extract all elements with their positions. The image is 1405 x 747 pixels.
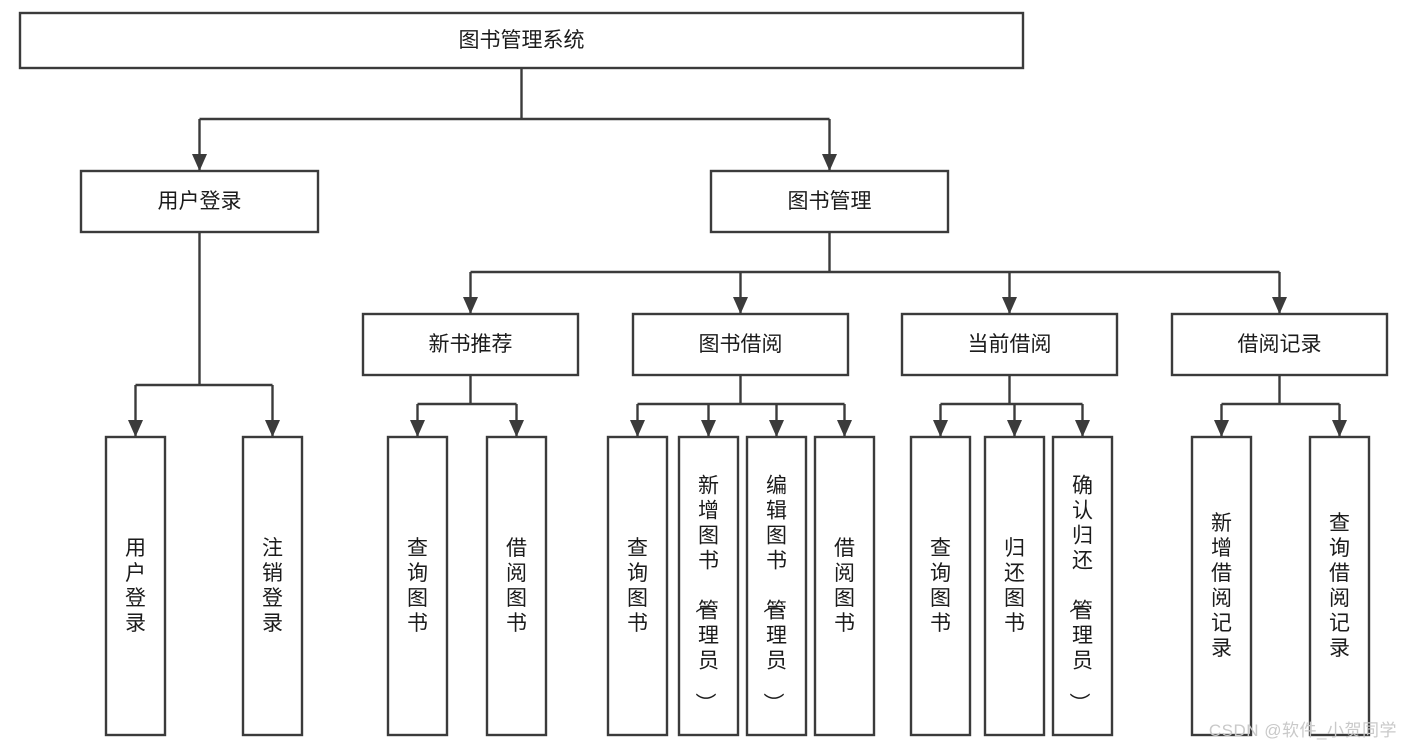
node-label-leaf-borrow-book-recommend: 借阅图书 [506, 537, 527, 635]
arrow-head-leaf-logout-login [265, 420, 280, 437]
arrow-head-borrow-record [1272, 297, 1287, 314]
arrow-head-leaf-add-book-admin [701, 420, 716, 437]
arrow-head-leaf-user-login [128, 420, 143, 437]
node-box-leaf-query-book-recommend [386, 435, 449, 737]
node-box-leaf-query-borrow-record [1308, 435, 1371, 737]
node-label-leaf-borrow-book: 借阅图书 [834, 537, 855, 635]
node-leaf-return-book[interactable]: 归还图书 [983, 435, 1046, 737]
node-box-borrow-record [1170, 312, 1389, 377]
arrow-head-leaf-query-book-current [933, 420, 948, 437]
node-box-leaf-user-login [104, 435, 167, 737]
node-leaf-add-book-admin[interactable]: 新增图书（管理员） [677, 435, 740, 737]
arrow-head-current-borrow [1002, 297, 1017, 314]
node-label-leaf-edit-book-admin: 编辑图书（管理员） [761, 475, 787, 714]
node-label-current-borrow: 当前借阅 [968, 333, 1052, 356]
node-label-root: 图书管理系统 [459, 29, 585, 52]
node-box-new-book-recommend [361, 312, 580, 377]
node-leaf-confirm-return-admin[interactable]: 确认归还（管理员） [1051, 435, 1114, 737]
node-leaf-query-book-borrow[interactable]: 查询图书 [606, 435, 669, 737]
arrow-head-leaf-return-book [1007, 420, 1022, 437]
arrow-head-leaf-add-borrow-record [1214, 420, 1229, 437]
arrow-head-leaf-confirm-return-admin [1075, 420, 1090, 437]
connector-layer [128, 68, 1347, 437]
node-box-leaf-confirm-return-admin [1051, 435, 1114, 737]
arrow-head-user-login [192, 154, 207, 171]
node-box-leaf-edit-book-admin [745, 435, 808, 737]
node-box-leaf-borrow-book [813, 435, 876, 737]
node-box-user-login [79, 169, 320, 234]
node-leaf-logout-login[interactable]: 注销登录 [241, 435, 304, 737]
arrow-head-book-borrow [733, 297, 748, 314]
node-label-leaf-logout-login: 注销登录 [262, 537, 283, 635]
arrow-head-new-book-recommend [463, 297, 478, 314]
node-new-book-recommend[interactable]: 新书推荐 [361, 312, 580, 377]
node-borrow-record[interactable]: 借阅记录 [1170, 312, 1389, 377]
arrow-head-leaf-query-borrow-record [1332, 420, 1347, 437]
arrow-head-leaf-query-book-borrow [630, 420, 645, 437]
node-box-book-manage [709, 169, 950, 234]
node-box-leaf-query-book-current [909, 435, 972, 737]
node-label-book-borrow: 图书借阅 [699, 333, 783, 356]
arrow-head-leaf-borrow-book-recommend [509, 420, 524, 437]
node-label-leaf-query-book-current: 查询图书 [930, 537, 951, 635]
node-label-leaf-confirm-return-admin: 确认归还（管理员） [1067, 475, 1093, 714]
node-box-leaf-add-book-admin [677, 435, 740, 737]
node-box-leaf-logout-login [241, 435, 304, 737]
node-label-leaf-return-book: 归还图书 [1004, 537, 1025, 635]
node-label-new-book-recommend: 新书推荐 [429, 333, 513, 356]
node-leaf-add-borrow-record[interactable]: 新增借阅记录 [1190, 435, 1253, 737]
node-label-leaf-add-borrow-record: 新增借阅记录 [1211, 512, 1232, 660]
node-leaf-query-book-current[interactable]: 查询图书 [909, 435, 972, 737]
node-box-leaf-query-book-borrow [606, 435, 669, 737]
csdn-watermark: CSDN @软件_小贺同学 [1208, 721, 1397, 740]
node-leaf-borrow-book[interactable]: 借阅图书 [813, 435, 876, 737]
node-box-book-borrow [631, 312, 850, 377]
node-box-current-borrow [900, 312, 1119, 377]
node-label-leaf-query-book-borrow: 查询图书 [627, 537, 648, 635]
node-box-leaf-return-book [983, 435, 1046, 737]
node-user-login[interactable]: 用户登录 [79, 169, 320, 234]
node-leaf-query-borrow-record[interactable]: 查询借阅记录 [1308, 435, 1371, 737]
node-box-leaf-add-borrow-record [1190, 435, 1253, 737]
node-leaf-query-book-recommend[interactable]: 查询图书 [386, 435, 449, 737]
node-root[interactable]: 图书管理系统 [18, 11, 1025, 70]
node-leaf-edit-book-admin[interactable]: 编辑图书（管理员） [745, 435, 808, 737]
node-current-borrow[interactable]: 当前借阅 [900, 312, 1119, 377]
node-leaf-borrow-book-recommend[interactable]: 借阅图书 [485, 435, 548, 737]
node-label-leaf-add-book-admin: 新增图书（管理员） [693, 475, 719, 714]
arrow-head-leaf-edit-book-admin [769, 420, 784, 437]
arrow-head-leaf-borrow-book [837, 420, 852, 437]
node-label-user-login: 用户登录 [158, 190, 242, 213]
node-label-book-manage: 图书管理 [788, 190, 872, 213]
node-label-leaf-query-book-recommend: 查询图书 [407, 537, 428, 635]
node-box-leaf-borrow-book-recommend [485, 435, 548, 737]
node-label-borrow-record: 借阅记录 [1238, 333, 1322, 356]
node-book-manage[interactable]: 图书管理 [709, 169, 950, 234]
node-label-leaf-query-borrow-record: 查询借阅记录 [1329, 512, 1350, 660]
node-leaf-user-login[interactable]: 用户登录 [104, 435, 167, 737]
node-book-borrow[interactable]: 图书借阅 [631, 312, 850, 377]
arrow-head-leaf-query-book-recommend [410, 420, 425, 437]
arrow-head-book-manage [822, 154, 837, 171]
node-box-root [18, 11, 1025, 70]
node-label-leaf-user-login: 用户登录 [125, 537, 146, 635]
node-layer: 图书管理系统用户登录图书管理新书推荐图书借阅当前借阅借阅记录用户登录注销登录查询… [18, 11, 1389, 737]
